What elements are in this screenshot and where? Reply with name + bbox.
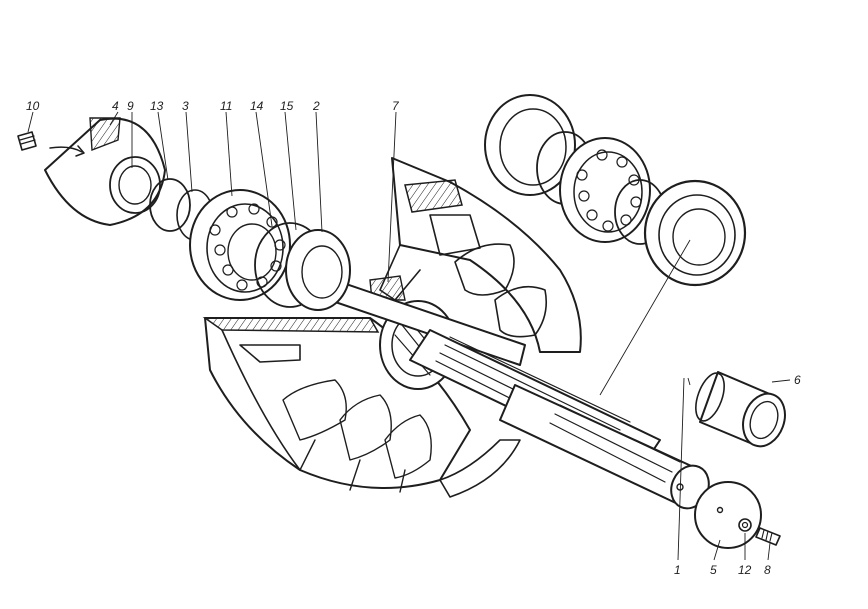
- callout-7: 7: [392, 99, 400, 113]
- callout-10: 10: [26, 99, 40, 113]
- callout-6: 6: [794, 373, 801, 387]
- callout-1: 1: [674, 563, 681, 577]
- callout-11: 11: [220, 99, 232, 113]
- callout-9: 9: [127, 99, 134, 113]
- upper-rotor-sector: [369, 157, 582, 353]
- sleeve-part: [695, 371, 786, 448]
- bearing-rollers: [209, 203, 286, 291]
- callout-15: 15: [280, 99, 294, 113]
- callout-labels: 10 4 9 13 3 11 14 15 2 7 6 1 5 12 8: [26, 99, 801, 577]
- callout-2: 2: [312, 99, 320, 113]
- right-bearing-stack: [484, 94, 747, 396]
- callout-12: 12: [738, 563, 752, 577]
- callout-14: 14: [250, 99, 264, 113]
- callout-5: 5: [710, 563, 717, 577]
- callout-8: 8: [764, 563, 771, 577]
- callout-13: 13: [150, 99, 164, 113]
- end-cap-parts: [694, 481, 781, 549]
- callout-3: 3: [182, 99, 189, 113]
- callout-4: 4: [112, 99, 119, 113]
- leader-lines: [27, 111, 791, 561]
- left-bearing-stack: [17, 117, 351, 311]
